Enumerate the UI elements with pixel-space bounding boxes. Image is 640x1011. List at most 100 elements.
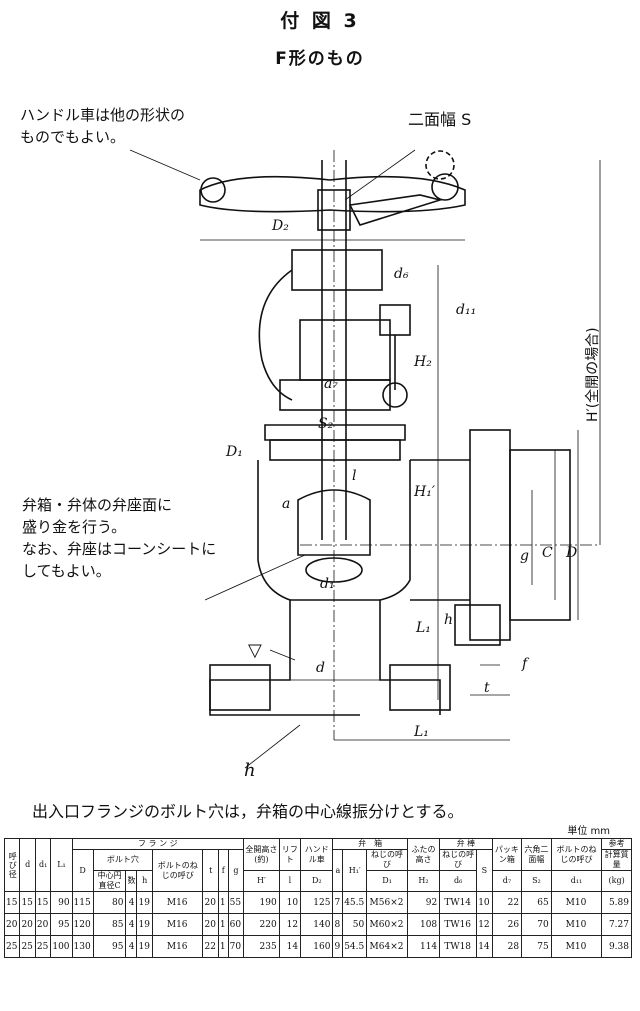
table-cell: 22 xyxy=(202,935,219,958)
table-cell: 25 xyxy=(19,935,36,958)
table-cell: M16 xyxy=(151,935,204,958)
table-cell: 160 xyxy=(300,935,334,958)
th-H-sym: H′ xyxy=(243,870,280,892)
table-cell: 85 xyxy=(92,913,127,936)
table-cell: TW14 xyxy=(439,891,478,914)
handle-note-line1: ハンドル車は他の形状の xyxy=(20,106,186,124)
table-cell: 7 xyxy=(332,891,344,914)
handle-note-line2: ものでもよい。 xyxy=(20,128,126,146)
table-cell: 19 xyxy=(136,935,153,958)
table-cell: 22 xyxy=(491,891,523,914)
table-cell: 14 xyxy=(476,935,493,958)
seat-note: 弁箱・弁体の弁座面に 盛り金を行う。 なお、弁座はコーンシートに してもよい。 xyxy=(22,494,216,582)
th-packing: パッキン箱 xyxy=(491,838,523,871)
label-L1-bottom: L₁ xyxy=(414,724,429,740)
table-cell: 115 xyxy=(71,891,94,914)
th-d7: d₇ xyxy=(491,870,523,892)
th-body: 弁 箱 xyxy=(332,838,408,850)
th-cover: ふたの高さ xyxy=(406,838,441,871)
table-cell: M10 xyxy=(550,935,603,958)
table-cell: 120 xyxy=(71,913,94,936)
table-cell: 65 xyxy=(521,891,552,914)
label-D1: D₁ xyxy=(226,444,243,460)
th-t: t xyxy=(202,849,219,892)
table-cell: 15 xyxy=(34,891,52,914)
table-cell: 26 xyxy=(491,913,523,936)
table-cell: TW16 xyxy=(439,913,478,936)
seat-note-line2: 盛り金を行う。 xyxy=(22,518,127,536)
table-cell: 20 xyxy=(202,913,219,936)
handle-note: ハンドル車は他の形状の ものでもよい。 xyxy=(20,104,185,148)
label-d2: D₂ xyxy=(272,218,289,234)
table-cell: M16 xyxy=(151,913,204,936)
th-h: h xyxy=(136,870,153,892)
label-l: l xyxy=(352,468,357,484)
table-cell: M60×2 xyxy=(366,913,408,936)
th-nominal: 呼び径 xyxy=(3,838,21,892)
label-C: C xyxy=(542,545,553,561)
table-cell: 9.38 xyxy=(601,935,632,958)
page-subtitle: F形のもの xyxy=(275,49,365,69)
seat-note-line1: 弁箱・弁体の弁座面に xyxy=(22,496,173,514)
th-C: 中心円直径C xyxy=(92,870,127,892)
table-cell: 60 xyxy=(227,913,245,936)
table-cell: 8 xyxy=(332,913,344,936)
th-d: d xyxy=(19,838,36,892)
table-cell: 80 xyxy=(92,891,127,914)
table-cell: 75 xyxy=(521,935,552,958)
seat-note-line3: なお、弁座はコーンシートに xyxy=(22,540,217,558)
bolt-note: 出入口フランジのボルト穴は，弁箱の中心線振分けとする。 xyxy=(32,802,464,821)
seat-note-line4: してもよい。 xyxy=(22,562,111,580)
label-h: h xyxy=(444,612,454,628)
th-f: f xyxy=(217,849,229,892)
table-cell: M64×2 xyxy=(366,935,408,958)
table-cell: 12 xyxy=(278,913,302,936)
table-cell: 10 xyxy=(278,891,302,914)
th-bolt-screw: ボルトのねじの呼び xyxy=(550,838,603,871)
label-L1: L₁ xyxy=(416,620,431,636)
table-cell: M16 xyxy=(151,891,204,914)
table-cell: M10 xyxy=(550,891,603,914)
table-cell: 4 xyxy=(125,935,138,958)
th-d6: d₆ xyxy=(439,870,478,892)
label-h1p: H₁′ xyxy=(414,484,435,500)
table-cell: 19 xyxy=(136,891,153,914)
table-cell: 15 xyxy=(19,891,36,914)
table-cell: 25 xyxy=(3,935,21,958)
th-handle: ハンドル車 xyxy=(300,838,334,871)
label-f: f xyxy=(522,656,528,672)
th-S: S xyxy=(476,849,493,892)
table-cell: 95 xyxy=(50,913,73,936)
table-cell: 55 xyxy=(227,891,245,914)
th-d11: d₁₁ xyxy=(550,870,603,892)
label-d6: d₆ xyxy=(394,266,409,282)
table-cell: 12 xyxy=(476,913,493,936)
table-cell: 4 xyxy=(125,913,138,936)
th-l: l xyxy=(278,870,302,892)
th-a: a xyxy=(332,849,344,892)
table-cell: 10 xyxy=(476,891,493,914)
table-cell: 130 xyxy=(71,935,94,958)
label-g: g xyxy=(520,548,529,564)
surface-mark-h: h xyxy=(244,760,256,781)
table-cell: 1 xyxy=(217,913,229,936)
table-cell: 100 xyxy=(50,935,73,958)
table-cell: 190 xyxy=(243,891,280,914)
table-cell: M10 xyxy=(550,913,603,936)
table-cell: 14 xyxy=(278,935,302,958)
table-cell: 70 xyxy=(521,913,552,936)
table-cell: 235 xyxy=(243,935,280,958)
th-D1: D₁ xyxy=(366,870,408,892)
table-cell: M56×2 xyxy=(366,891,408,914)
th-hex: 六角二面幅 xyxy=(521,838,552,871)
table-cell: 25 xyxy=(34,935,52,958)
surface-mark-v: ▽ xyxy=(248,640,262,661)
th-d1: d₁ xyxy=(34,838,52,892)
page-title: 付 図 3 xyxy=(280,10,360,32)
label-h2: H₂ xyxy=(414,354,432,370)
table-cell: 28 xyxy=(491,935,523,958)
table-cell: 92 xyxy=(406,891,441,914)
th-D: D xyxy=(71,849,94,892)
